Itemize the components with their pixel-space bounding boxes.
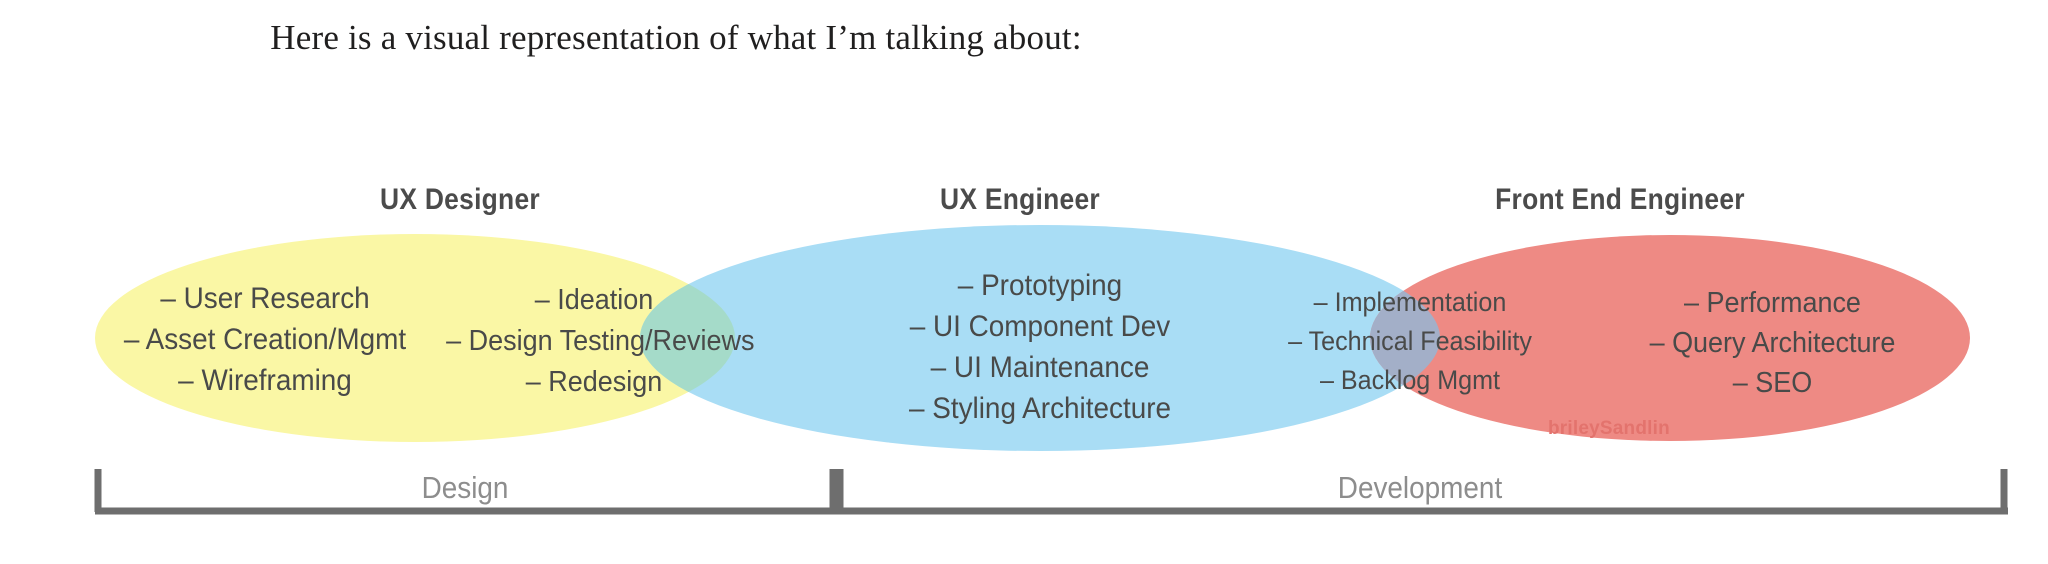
role-heading-ux-engineer: UX Engineer	[940, 183, 1100, 216]
intro-sentence: Here is a visual representation of what …	[270, 18, 1082, 57]
bracket-label-design: Design	[421, 470, 509, 505]
role-heading-ux-designer: UX Designer	[380, 183, 540, 216]
ellipse-front-end-engineer	[1370, 235, 1970, 441]
phase-brackets	[94, 469, 2008, 515]
venn-ellipses	[95, 225, 1970, 451]
bracket-label-development: Development	[1337, 470, 1503, 505]
role-heading-front-end-engineer: Front End Engineer	[1495, 183, 1745, 216]
bracket-development	[836, 469, 2008, 515]
ellipse-ux-designer	[95, 234, 735, 442]
watermark: brileySandlin	[1548, 418, 1670, 439]
ellipse-ux-engineer	[640, 225, 1440, 451]
bracket-design	[94, 469, 838, 515]
